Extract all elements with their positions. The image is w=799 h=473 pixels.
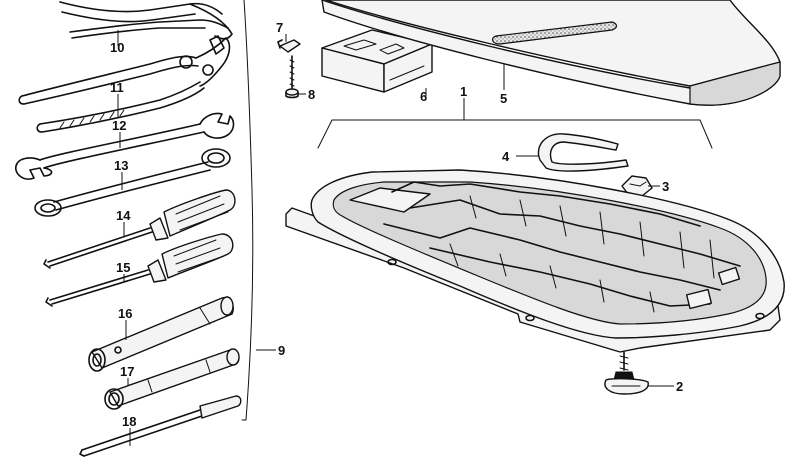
label-part-12: 12 xyxy=(112,118,126,133)
clip-nut xyxy=(277,39,301,53)
label-part-6: 6 xyxy=(420,89,427,104)
label-part-16: 16 xyxy=(118,306,132,321)
label-part-4: 4 xyxy=(502,149,510,164)
ring-wrench xyxy=(34,148,231,217)
wing-bolt xyxy=(604,351,649,395)
box-socket-wrench xyxy=(104,348,240,410)
tapping-screw xyxy=(285,55,299,99)
label-part-7: 7 xyxy=(276,20,283,35)
tommy-bar xyxy=(79,395,242,457)
label-part-2: 2 xyxy=(676,379,683,394)
label-part-18: 18 xyxy=(122,414,136,429)
callout-labels: 10 11 12 13 14 15 16 17 18 9 7 8 6 5 1 4… xyxy=(110,20,683,429)
combination-pliers xyxy=(59,1,233,40)
label-part-10: 10 xyxy=(110,40,124,55)
label-part-11: 11 xyxy=(110,80,124,95)
first-aid-box xyxy=(321,29,433,93)
spring-clip xyxy=(537,133,629,172)
tool-tray xyxy=(285,169,785,353)
assembly-bracket xyxy=(317,119,713,149)
spark-plug-socket xyxy=(88,296,234,372)
cross-screwdriver xyxy=(45,233,234,307)
label-part-3: 3 xyxy=(662,179,669,194)
label-part-17: 17 xyxy=(120,364,134,379)
label-part-5: 5 xyxy=(500,91,507,106)
tool-group-bracket xyxy=(241,0,254,421)
label-part-15: 15 xyxy=(116,260,130,275)
label-part-8: 8 xyxy=(308,87,315,102)
label-part-1: 1 xyxy=(460,84,467,99)
open-end-wrench xyxy=(14,112,235,180)
flat-screwdriver xyxy=(43,189,236,269)
label-part-9: 9 xyxy=(278,343,285,358)
leader-lines xyxy=(117,30,674,446)
label-part-14: 14 xyxy=(116,208,131,223)
water-pump-pliers xyxy=(18,35,231,133)
label-part-13: 13 xyxy=(114,158,128,173)
tool-tray-cover xyxy=(321,0,781,106)
